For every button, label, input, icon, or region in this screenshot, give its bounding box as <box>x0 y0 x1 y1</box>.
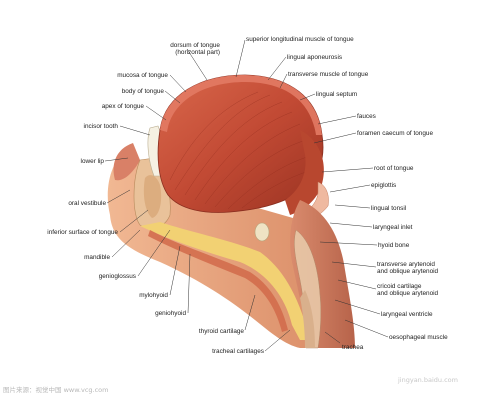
label-mandible: mandible <box>84 254 110 261</box>
label-lingual-tonsil: lingual tonsil <box>371 205 407 212</box>
label-mylohyoid: mylohyoid <box>139 292 168 299</box>
label-oesophageal-muscle: oesophageal muscle <box>389 334 448 341</box>
fat-layer <box>140 222 310 340</box>
label-lingual-aponeurosis: lingual aponeurosis <box>287 54 343 61</box>
label-laryngeal-inlet: laryngeal inlet <box>373 224 413 231</box>
label-trachea: trachea <box>342 344 364 351</box>
hyoid-shape <box>254 222 270 242</box>
label-superior-longitudinal-muscle: superior longitudinal muscle of tongue <box>246 36 354 43</box>
label-inferior-surface-of-tongue: inferior surface of tongue <box>47 229 118 236</box>
label-transverse-arytenoid: transverse arytenoid and oblique aryteno… <box>377 261 439 275</box>
label-incisor-tooth: incisor tooth <box>83 123 118 130</box>
label-genioglossus: genioglossus <box>98 273 136 280</box>
label-laryngeal-ventricle: laryngeal ventricle <box>381 311 433 318</box>
tongue-mucosa <box>160 75 322 135</box>
label-apex-of-tongue: apex of tongue <box>101 103 144 110</box>
label-epiglottis: epiglottis <box>371 182 397 189</box>
label-hyoid-bone: hyoid bone <box>378 242 410 249</box>
label-root-of-tongue: root of tongue <box>374 165 414 172</box>
watermark-right: jingyan.baidu.com <box>398 376 458 384</box>
label-oral-vestibule: oral vestibule <box>68 200 106 207</box>
label-fauces: fauces <box>357 113 376 120</box>
trachea-shape <box>300 290 315 348</box>
label-mucosa-of-tongue: mucosa of tongue <box>117 72 168 79</box>
watermark-left: 图片来源：视觉中国 www.vcg.com <box>3 386 109 394</box>
label-foramen-caecum: foramen caecum of tongue <box>357 130 434 137</box>
tongue-fibers <box>169 91 313 210</box>
label-thyroid-cartilage: thyroid cartilage <box>198 328 244 335</box>
label-cricoid-cartilage: cricoid cartilage and oblique arytenoid <box>377 283 439 297</box>
lower-lip-shape <box>113 143 140 181</box>
muscle-band-lower <box>148 230 288 332</box>
label-lower-lip: lower lip <box>80 158 104 165</box>
label-tracheal-cartilages: tracheal cartilages <box>212 348 264 355</box>
label-dorsum-of-tongue: dorsum of tongue (horizontal part) <box>170 42 220 56</box>
leader-lines <box>104 39 389 352</box>
label-transverse-muscle: transverse muscle of tongue <box>288 71 369 78</box>
label-geniohyoid: geniohyoid <box>155 310 186 317</box>
label-body-of-tongue: body of tongue <box>121 88 164 95</box>
tongue-root <box>285 130 324 215</box>
mandible-spongy <box>143 175 162 218</box>
label-lingual-septum: lingual septum <box>316 91 358 98</box>
